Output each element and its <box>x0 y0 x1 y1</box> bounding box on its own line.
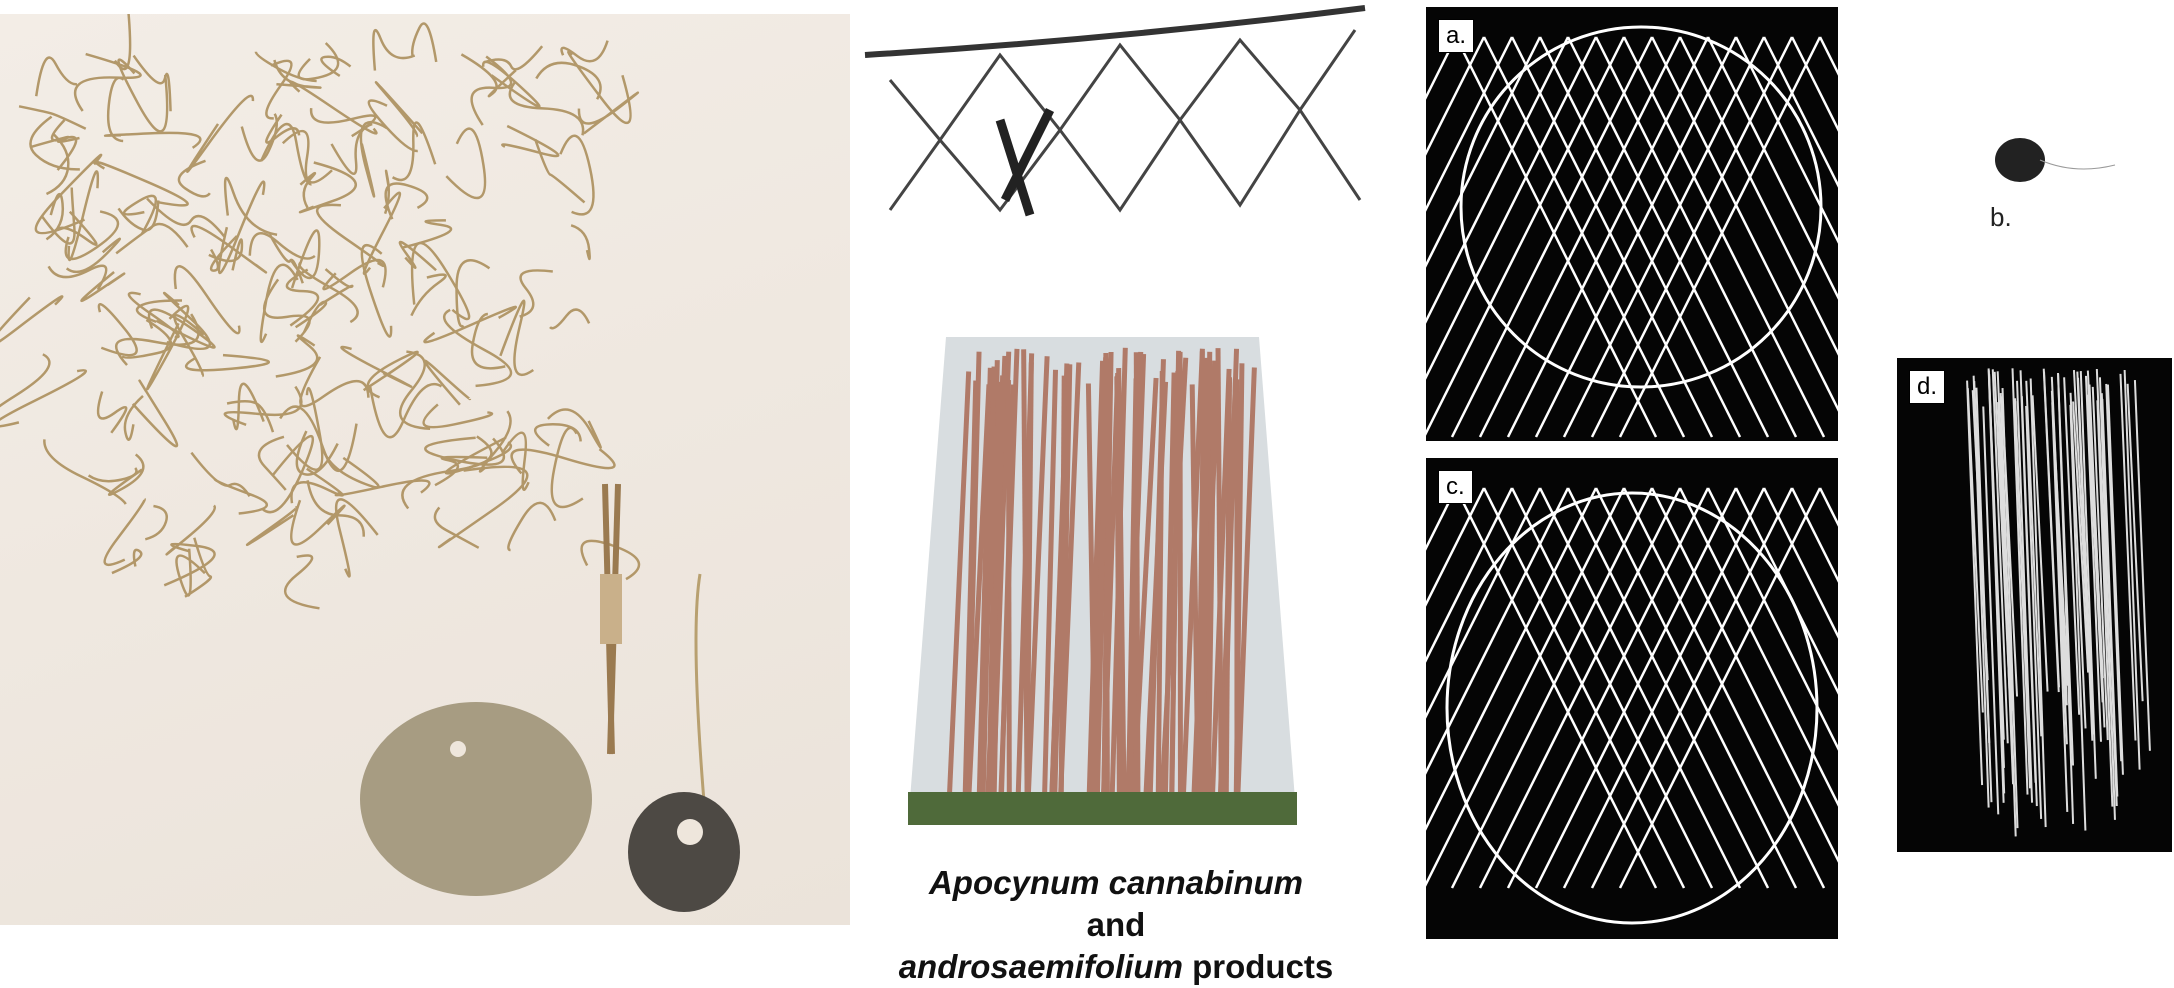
stone-sinker <box>360 702 592 896</box>
figure-caption: Apocynum cannabinum and androsaemifolium… <box>896 862 1336 988</box>
caption-and: and <box>1087 906 1146 943</box>
panel-d-fiber-photo: d. <box>1897 358 2172 852</box>
panel-a-label: a. <box>1438 19 1474 53</box>
dogbane-bundles-photo <box>908 337 1297 825</box>
panel-a-net-photo: a. <box>1426 7 1838 441</box>
panel-b-label: b. <box>1990 202 2012 233</box>
caption-products: products <box>1183 948 1333 985</box>
panel-d-label: d. <box>1909 370 1945 404</box>
net-line-drawing <box>860 0 1375 225</box>
caption-species-1: Apocynum cannabinum <box>929 864 1303 901</box>
panel-c-net-photo: c. <box>1426 458 1838 939</box>
caption-species-2: androsaemifolium <box>899 948 1183 985</box>
fishing-net-illustration <box>0 14 850 925</box>
dark-stone-sinker <box>628 792 740 912</box>
panel-b-fragment-photo <box>1985 115 2125 195</box>
net-and-tools-photo <box>0 14 850 925</box>
panel-c-label: c. <box>1438 470 1473 504</box>
